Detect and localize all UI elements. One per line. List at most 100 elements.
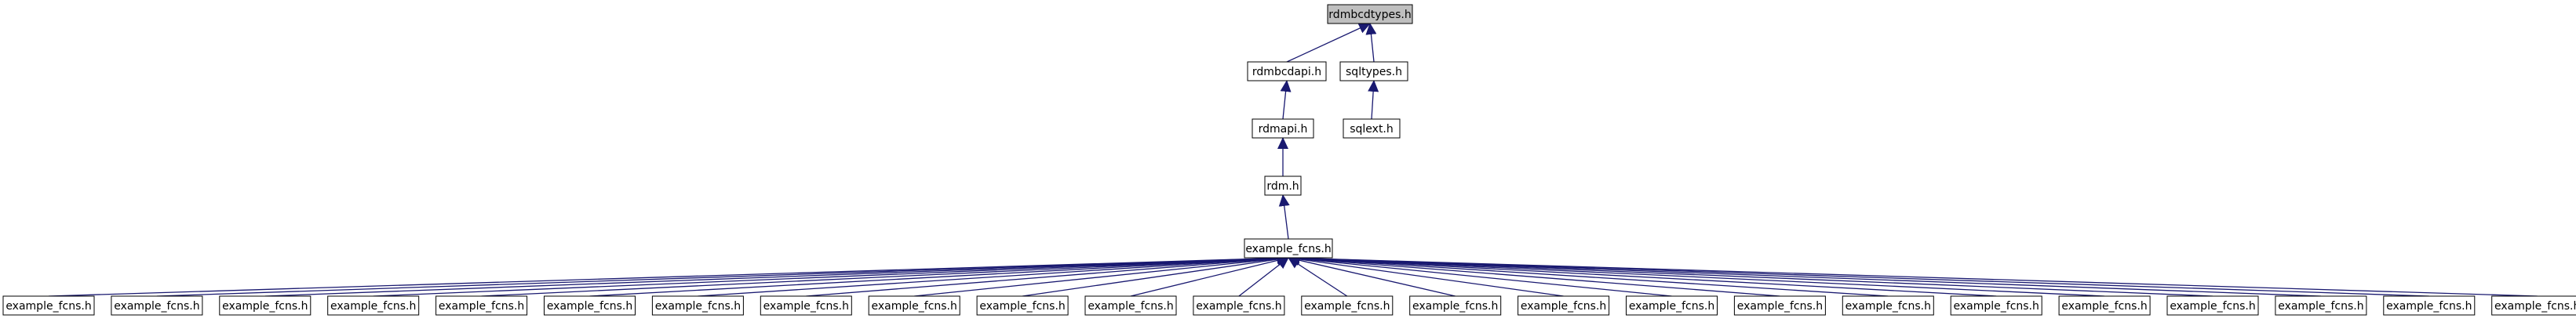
node-box [1084,295,1177,316]
node-box [435,295,528,316]
node-label: example_fcns.h [655,300,741,313]
node-rdmbcdapi[interactable]: rdmbcdapi.h [1247,61,1327,81]
node-label: example_fcns.h [330,300,416,313]
edge-rdmbcdapi-to-rdmbcdtypes [1286,23,1371,63]
node-label: sqlext.h [1350,123,1394,136]
node-label: example_fcns.h [1521,300,1606,313]
node-box [976,295,1069,316]
node-leaf_14[interactable]: example_fcns.h [1409,295,1502,316]
node-rdm[interactable]: rdm.h [1264,175,1302,196]
node-leaf_24[interactable]: example_fcns.h [2491,295,2576,316]
node-leaf_12[interactable]: example_fcns.h [1193,295,1285,316]
node-label: sqltypes.h [1346,66,1402,78]
node-leaf_13[interactable]: example_fcns.h [1301,295,1394,316]
edge-leaf_21-to-example_fcns_hub [1288,252,2213,297]
edge-leaf_10-to-example_fcns_hub [1022,254,1289,297]
node-sqltypes[interactable]: sqltypes.h [1339,61,1408,81]
edge-leaf_11-to-example_fcns_hub [1130,255,1289,297]
edge-leaf_17-to-example_fcns_hub [1288,253,1780,297]
node-label: rdm.h [1266,180,1299,193]
node-box [2166,295,2259,316]
node-label: example_fcns.h [222,300,308,313]
node-rdmapi[interactable]: rdmapi.h [1252,118,1314,139]
node-leaf_5[interactable]: example_fcns.h [435,295,528,316]
edge-leaf_7-to-example_fcns_hub [698,252,1289,297]
node-leaf_15[interactable]: example_fcns.h [1518,295,1610,316]
node-leaf_6[interactable]: example_fcns.h [544,295,636,316]
edge-leaf_18-to-example_fcns_hub [1288,252,1889,297]
edges-layer [48,23,2538,297]
node-leaf_10[interactable]: example_fcns.h [976,295,1069,316]
edge-example_fcns_hub-to-rdm [1278,194,1290,240]
node-leaf_4[interactable]: example_fcns.h [327,295,420,316]
node-sqlext[interactable]: sqlext.h [1343,118,1401,139]
node-box [2,295,95,316]
node-box [1518,295,1610,316]
node-rdmbcdtypes[interactable]: rdmbcdtypes.h [1327,4,1413,24]
edge-leaf_20-to-example_fcns_hub [1288,252,2105,297]
node-leaf_23[interactable]: example_fcns.h [2383,295,2476,316]
node-leaf_3[interactable]: example_fcns.h [219,295,312,316]
node-leaf_16[interactable]: example_fcns.h [1626,295,1718,316]
edge-leaf_15-to-example_fcns_hub [1288,254,1564,297]
node-box [1339,61,1408,81]
node-box [1301,295,1394,316]
node-box [1327,4,1413,24]
edge-leaf_19-to-example_fcns_hub [1288,252,1997,297]
node-label: example_fcns.h [547,300,632,313]
node-box [327,295,420,316]
node-label: example_fcns.h [1737,300,1823,313]
node-leaf_1[interactable]: example_fcns.h [2,295,95,316]
node-label: example_fcns.h [2494,300,2576,313]
node-label: example_fcns.h [2170,300,2255,313]
node-label: example_fcns.h [1954,300,2039,313]
edge-leaf_4-to-example_fcns_hub [373,252,1289,297]
node-label: example_fcns.h [1629,300,1714,313]
edge-leaf_24-to-example_fcns_hub [1288,252,2538,297]
node-label: rdmapi.h [1259,123,1308,136]
node-label: example_fcns.h [1304,300,1390,313]
edge-sqlext-to-sqltypes [1368,80,1379,120]
edge-leaf_12-to-example_fcns_hub [1238,257,1289,297]
nodes-layer: rdmbcdtypes.h rdmbcdapi.h sqltypes.h rdmapi… [2,4,2576,316]
node-leaf_11[interactable]: example_fcns.h [1084,295,1177,316]
node-box [2058,295,2151,316]
node-leaf_17[interactable]: example_fcns.h [1733,295,1826,316]
node-label: example_fcns.h [439,300,524,313]
node-leaf_22[interactable]: example_fcns.h [2275,295,2367,316]
node-leaf_19[interactable]: example_fcns.h [1950,295,2042,316]
node-leaf_2[interactable]: example_fcns.h [111,295,203,316]
node-label: example_fcns.h [1245,243,1331,255]
node-leaf_9[interactable]: example_fcns.h [868,295,960,316]
node-box [1264,175,1302,196]
node-label: rdmbcdtypes.h [1328,9,1411,21]
node-label: example_fcns.h [5,300,91,313]
node-label: example_fcns.h [872,300,957,313]
node-example_fcns_hub[interactable]: example_fcns.h [1244,238,1333,259]
node-label: example_fcns.h [114,300,199,313]
node-label: example_fcns.h [1088,300,1173,313]
node-box [2383,295,2476,316]
node-leaf_20[interactable]: example_fcns.h [2058,295,2151,316]
node-box [1733,295,1826,316]
edge-sqltypes-to-rdmbcdtypes [1365,23,1377,63]
node-box [868,295,960,316]
node-box [1343,118,1401,139]
node-box [219,295,312,316]
node-box [2275,295,2367,316]
node-label: example_fcns.h [979,300,1065,313]
edge-leaf_22-to-example_fcns_hub [1288,252,2321,297]
node-leaf_18[interactable]: example_fcns.h [1842,295,1934,316]
node-box [544,295,636,316]
node-label: example_fcns.h [763,300,849,313]
node-leaf_7[interactable]: example_fcns.h [651,295,744,316]
node-box [2491,295,2576,316]
node-label: rdmbcdapi.h [1252,66,1321,78]
node-leaf_21[interactable]: example_fcns.h [2166,295,2259,316]
node-leaf_8[interactable]: example_fcns.h [760,295,852,316]
node-box [1842,295,1934,316]
node-box [1626,295,1718,316]
edge-rdmapi-to-rdmbcdapi [1280,80,1292,120]
node-label: example_fcns.h [2386,300,2472,313]
